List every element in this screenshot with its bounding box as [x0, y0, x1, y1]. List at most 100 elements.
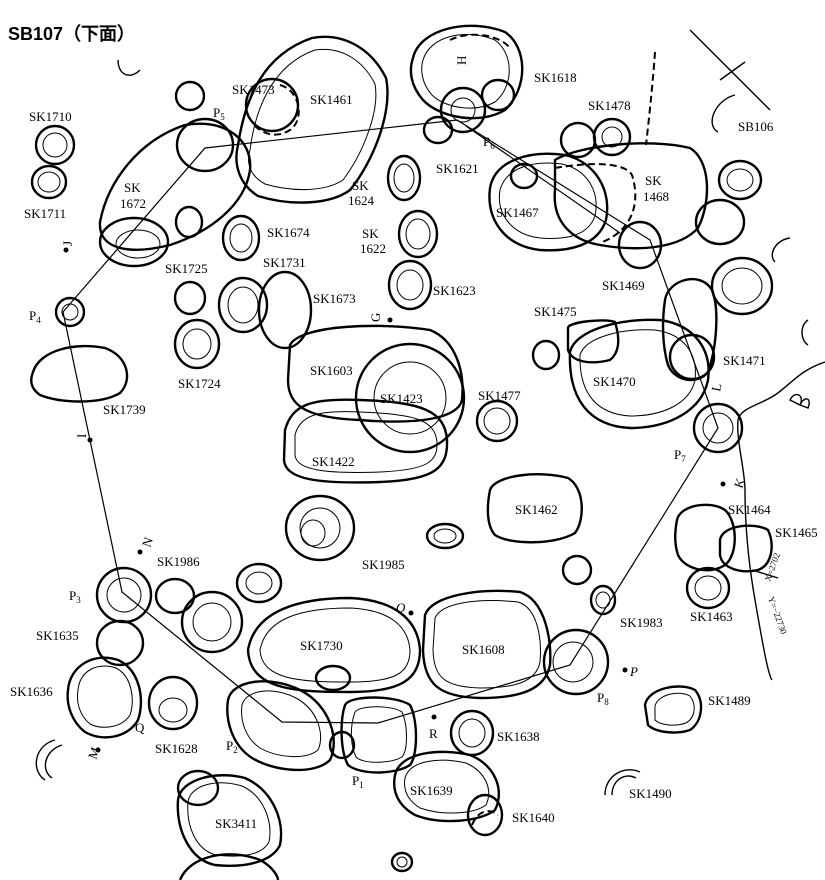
pit-sk1739: [30, 344, 129, 403]
pit-sk1639: [393, 750, 500, 823]
pit-sk1674-inner: [229, 223, 253, 253]
svg-text:P1: P1: [352, 773, 364, 790]
label-sk1730: SK1730: [300, 638, 343, 653]
pit-sk1618-inner: [421, 33, 510, 109]
pit-right-3-inner: [726, 168, 754, 192]
label-p5: P5: [213, 105, 225, 122]
pit-sk1985-core: [300, 519, 326, 547]
label-sk1622-a: SK: [362, 226, 379, 241]
pit-sk1983: [589, 584, 617, 616]
label-p1: P1: [352, 773, 364, 790]
pit-sk1477-inner: [483, 407, 511, 435]
label-sk1463: SK1463: [690, 609, 733, 624]
pit-sk1423-inner: [373, 361, 447, 435]
label-point-l: L: [708, 382, 724, 392]
pit-p2: [226, 680, 335, 772]
pit-sk1672-sub-inner: [115, 229, 161, 259]
pit-sk1461-inner: [248, 48, 377, 191]
label-sk1464: SK1464: [728, 502, 771, 517]
pit-sk1724: [173, 318, 221, 370]
label-p7: P7: [674, 447, 686, 464]
arc-left-bottom-2: [44, 744, 63, 779]
pit-sk1618-sub: [480, 78, 516, 112]
pit-sk1985: [284, 494, 356, 562]
pit-bottom-edge: [178, 853, 280, 880]
label-sk1672-b: 1672: [120, 196, 146, 211]
label-sk1672-a: SK: [124, 180, 141, 195]
pit-sk1986-b-inner: [192, 602, 232, 642]
pit-sk1623: [387, 259, 433, 311]
label-sk1731: SK1731: [263, 255, 306, 270]
label-point-h: H: [454, 56, 469, 65]
label-point-m: M: [85, 745, 103, 761]
svg-text:P8: P8: [597, 690, 609, 707]
small-feature-1: [789, 393, 802, 406]
building-line-ne: [465, 125, 621, 234]
pit-sk1478-b: [592, 117, 632, 157]
pit-sk1731-inner: [227, 286, 259, 324]
pit-sk1672-sub: [98, 216, 170, 268]
arc-sk1490-2: [611, 775, 637, 796]
pit-p4-inner: [61, 303, 79, 321]
pit-sk1711: [30, 164, 68, 200]
label-sk1674: SK1674: [267, 225, 310, 240]
pit-sk1640: [466, 793, 504, 837]
arc-sb106: [711, 94, 736, 133]
pit-sk1983-inner: [595, 591, 611, 609]
pit-sk1638-inner: [458, 718, 486, 748]
pit-bottom-small-inner: [396, 856, 408, 868]
pit-small-1672: [174, 205, 204, 239]
label-sk1628: SK1628: [155, 741, 198, 756]
label-point-q: Q: [135, 720, 145, 735]
pit-center-small: [425, 522, 465, 550]
pit-sk1618-dashed: [449, 33, 511, 49]
svg-text:P7: P7: [674, 447, 686, 464]
pit-sk1628: [147, 675, 199, 731]
label-sk1639: SK1639: [410, 783, 453, 798]
pit-sk1463-inner: [694, 575, 722, 601]
pit-sk1621: [422, 115, 454, 145]
pit-p7: [692, 402, 744, 454]
label-sk1985: SK1985: [362, 557, 405, 572]
label-sk1986: SK1986: [157, 554, 200, 569]
pit-sk1711-inner: [37, 171, 61, 193]
pit-sk1618: [409, 24, 524, 120]
pit-sk1636-inner: [77, 665, 133, 728]
label-sk1673: SK1673: [313, 291, 356, 306]
pit-p6: [439, 86, 487, 134]
label-sk1467: SK1467: [496, 205, 539, 220]
pit-p2-inner: [241, 690, 322, 758]
label-sk1739: SK1739: [103, 402, 146, 417]
point-i-dot: [87, 437, 93, 443]
pit-sk1470: [568, 318, 710, 430]
pit-sk1422: [282, 398, 449, 484]
plan-title: SB107（下面）: [8, 24, 135, 44]
label-point-p: P: [629, 664, 638, 679]
label-sk1461: SK1461: [310, 92, 353, 107]
label-sk1473: SK1473: [232, 82, 275, 97]
pit-sk1639-inner: [404, 759, 490, 814]
label-sk1462: SK1462: [515, 502, 558, 517]
pit-left-small: [235, 562, 283, 604]
label-sk1618: SK1618: [534, 70, 577, 85]
pit-sk1464: [674, 503, 736, 572]
pit-sk1489-inner: [654, 692, 695, 726]
pit-sk1672: [98, 122, 252, 251]
label-sk1465: SK1465: [775, 525, 818, 540]
pit-sk1465: [718, 524, 773, 573]
label-point-j: J: [60, 241, 75, 246]
pit-sk1467-sub: [509, 162, 539, 190]
pit-sk1608-inner: [432, 600, 541, 689]
label-sk1603: SK1603: [310, 363, 353, 378]
pit-p1-inner: [350, 706, 407, 763]
label-sk1725: SK1725: [165, 261, 208, 276]
pit-sk1489: [643, 685, 703, 734]
label-grid-x: X=2702: [762, 551, 782, 582]
label-p6: P6: [483, 134, 495, 151]
pit-p3-inner: [106, 577, 142, 613]
point-j-dot: [63, 247, 69, 253]
label-sk1623: SK1623: [433, 283, 476, 298]
pit-sk1422-inner: [294, 411, 438, 473]
label-sk1471: SK1471: [723, 353, 766, 368]
svg-text:P2: P2: [226, 738, 238, 755]
